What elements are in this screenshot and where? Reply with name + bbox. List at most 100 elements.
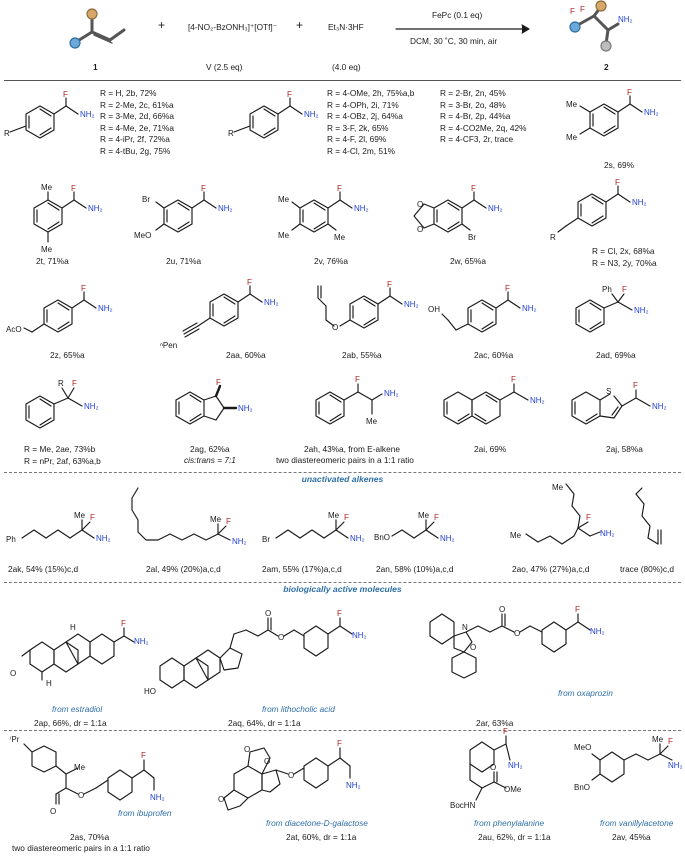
start-label: 1 [93,62,98,72]
structure-2aa: ⁿPen F NH₂ [160,278,279,350]
svg-text:F: F [355,375,360,384]
svg-text:Me: Me [278,195,290,204]
svg-text:F: F [633,381,638,390]
svg-text:F: F [337,739,342,748]
label-2s: 2s, 69% [604,160,634,170]
svg-text:F: F [344,513,349,522]
reagent-hf: Et₃N·3HF [328,22,364,32]
svg-text:BnO: BnO [574,783,590,792]
svg-text:HO: HO [144,687,156,696]
label-2ac: 2ac, 60%a [474,350,514,360]
structure-2aj: S F NH₂ [571,381,667,425]
section-bio: biologically active molecules [283,584,402,594]
svg-text:F: F [337,609,342,618]
svg-text:NH₂: NH₂ [508,761,523,770]
label-2al: 2al, 49% (20%)a,c,d [146,564,221,574]
svg-text:F: F [505,284,510,293]
svg-text:F: F [622,285,627,294]
svg-text:F: F [287,90,292,99]
svg-text:F: F [575,605,580,614]
structure-2ag: F NH₂ [175,378,253,425]
structure-2ai: F NH₂ [443,375,545,425]
reagent-v: [4-NO₂-BzONH₃]⁺[OTf]⁻ [188,22,278,32]
svg-text:Me: Me [652,735,664,744]
note-2ag: cis:trans = 7:1 [184,455,236,465]
svg-text:F: F [387,280,392,289]
label-2at: 2at, 60%, dr = 1:1a [286,832,357,842]
structure-2ab: O F NH₂ [317,280,419,332]
svg-text:O: O [417,200,423,209]
label-2t: 2t, 71%a [36,256,69,266]
svg-text:F: F [201,184,206,193]
svg-text:O: O [288,771,294,780]
structure-2ah: F NH₂ Me [315,375,399,426]
generic-aryl-structure-1: R F NH₂ [4,90,95,139]
svg-text:R: R [4,129,10,138]
label-2av: 2av, 45%a [612,832,651,842]
svg-text:MeO: MeO [134,231,151,240]
label-2z: 2z, 65%a [50,350,85,360]
source-2ap: from estradiol [52,704,103,714]
svg-text:NH₂: NH₂ [384,389,399,398]
svg-text:Me: Me [74,763,86,772]
svg-text:Me: Me [210,515,222,524]
svg-text:NH₂: NH₂ [350,534,365,543]
source-2as: from ibuprofen [118,808,172,818]
svg-text:NH₂: NH₂ [668,761,683,770]
svg-text:F: F [471,184,476,193]
svg-text:Me: Me [552,483,564,492]
label-2w: 2w, 65%a [450,256,486,266]
svg-text:F: F [615,178,620,187]
svg-text:O: O [470,643,476,652]
svg-text:NH₂: NH₂ [354,204,369,213]
svg-text:F: F [121,619,126,628]
catalyst-label: FePc (0.1 eq) [432,10,483,20]
svg-text:Br: Br [468,233,476,242]
structure-2xy: R F NH₂ [550,178,647,242]
label-2aj: 2aj, 58%a [606,444,643,454]
svg-text:NH₂: NH₂ [150,793,165,802]
svg-text:Me: Me [566,100,578,109]
svg-text:O: O [490,763,496,772]
svg-text:NH₂: NH₂ [618,15,633,24]
svg-text:F: F [627,88,632,97]
source-2av: from vanillylacetone [600,818,674,828]
label-2ah: 2ah, 43%a, from E-alkene [304,444,400,454]
label-2ab: 2ab, 55%a [342,350,382,360]
svg-text:O: O [514,629,520,638]
generic-aryl-structure-2: R F NH₂ [228,90,319,139]
svg-text:NH₂: NH₂ [88,204,103,213]
svg-text:Me: Me [510,531,522,540]
source-2ar: from oxaprozin [558,688,613,698]
note-2as: two diastereomeric pairs in a 1:1 ratio [12,843,150,853]
svg-text:NH₂: NH₂ [134,637,149,646]
structure-2ar: NO OO F NH₂ [429,605,605,679]
svg-text:Me: Me [328,511,340,520]
svg-text:NH₂: NH₂ [304,110,319,119]
svg-text:OMe: OMe [504,785,522,794]
svg-text:H: H [70,623,76,632]
divider-unactivated [4,472,681,473]
label-2aq: 2aq, 64%, dr = 1:1a [228,718,301,728]
svg-text:F: F [434,513,439,522]
svg-text:NH₂: NH₂ [634,306,649,315]
svg-text:Ph: Ph [6,535,16,544]
svg-text:NH₂: NH₂ [84,402,99,411]
label-2as: 2as, 70%a [70,832,110,842]
svg-text:NH₂: NH₂ [404,300,419,309]
svg-text:NH₂: NH₂ [96,534,111,543]
svg-text:NH₂: NH₂ [652,402,667,411]
svg-text:O: O [50,807,56,816]
source-2aq: from lithocholic acid [262,704,335,714]
product-label: 2 [604,62,609,72]
svg-text:F: F [511,375,516,384]
plus-1: + [158,18,166,32]
svg-text:OH: OH [428,305,440,314]
svg-text:BocHN: BocHN [450,801,476,810]
